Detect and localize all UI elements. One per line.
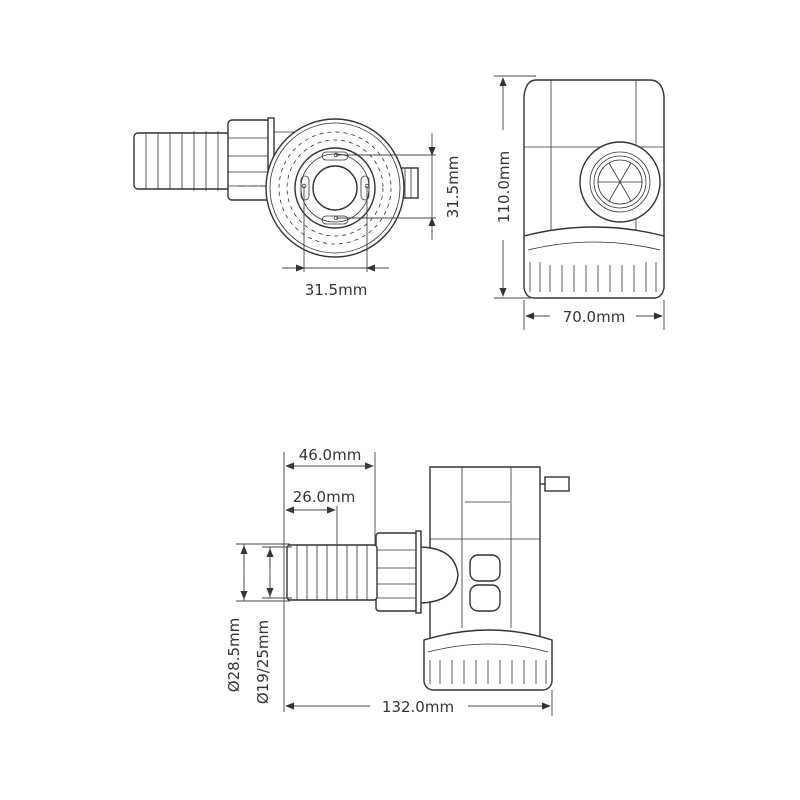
switch-lower [469,584,501,612]
side-view: 46.0mm 26.0mm Ø28.5mm Ø19/25mm 132.0mm [225,446,570,716]
dim-outer-diameter: Ø28.5mm [225,618,243,692]
switch-upper [469,554,501,582]
dim-total-length: 132.0mm [382,698,454,716]
dim-front-width: 70.0mm [563,308,626,326]
side-barb [286,544,378,601]
dim-front-height: 110.0mm [495,151,513,223]
dim-outlet-length: 46.0mm [299,446,362,464]
bottom-view: 31.5mm 31.5mm [133,117,462,299]
dim-bottom-width: 31.5mm [305,281,368,299]
strainer-disc [265,118,405,258]
hose-barb [133,131,231,191]
hose-nut [227,117,275,203]
strainer-slots [278,131,392,245]
dim-inner-diameter: Ø19/25mm [254,620,272,704]
strainer-base [523,226,665,299]
dim-bottom-height: 31.5mm [444,156,462,219]
front-view: 110.0mm 70.0mm [494,75,665,330]
side-nut [375,532,419,612]
outlet-port [579,141,661,223]
dim-barb-length: 26.0mm [293,488,356,506]
